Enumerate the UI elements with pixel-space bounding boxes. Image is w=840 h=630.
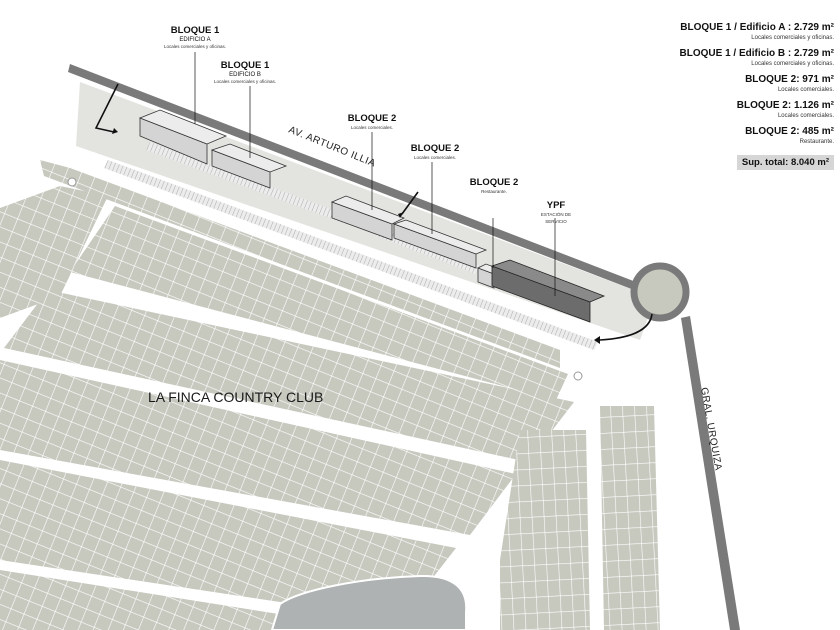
legend-sub: Locales comerciales y oficinas. (751, 61, 834, 67)
building-bloque1-b (210, 143, 288, 189)
label-bloque1-b: BLOQUE 1 EDIFICIO B Locales comerciales … (214, 60, 276, 84)
street-label-top: AV. ARTURO ILLIA (287, 125, 377, 170)
label-bloque2-2: BLOQUE 2 Locales comerciales. (411, 143, 460, 160)
parking-row (104, 160, 598, 350)
lot-block (0, 360, 516, 535)
block-line1: EDIFICIO A (179, 37, 210, 43)
lot-block (600, 406, 660, 630)
block-line2: Locales comerciales y oficinas. (214, 79, 276, 84)
lot-block (40, 160, 560, 368)
lot-block (70, 206, 568, 400)
total-area-badge: Sup. total: 8.040 m² (736, 155, 834, 170)
lot-block (500, 430, 590, 630)
block-title: YPF (547, 200, 566, 211)
building-bloque2-2 (392, 219, 488, 269)
block-title: BLOQUE 1 (171, 25, 220, 36)
legend-title: BLOQUE 2: 971 m² (745, 74, 834, 85)
legend-title: BLOQUE 2: 485 m² (745, 126, 834, 137)
arrow-head-icon (112, 128, 600, 344)
legend-item: BLOQUE 1 / Edificio B : 2.729 m² Locales… (634, 48, 834, 68)
block-title: BLOQUE 2 (470, 177, 519, 188)
lot-block (4, 290, 574, 462)
marker-circle (67, 177, 77, 187)
building-ypf (490, 259, 606, 323)
legend: BLOQUE 1 / Edificio A : 2.729 m² Locales… (634, 22, 834, 170)
legend-item: BLOQUE 2: 971 m² Locales comerciales. (634, 74, 834, 94)
leader-lines (194, 52, 556, 296)
lot-block (0, 460, 456, 620)
legend-item: BLOQUE 1 / Edificio A : 2.729 m² Locales… (634, 22, 834, 42)
legend-sub: Locales comerciales. (777, 113, 834, 119)
roundabout (630, 262, 690, 322)
lake (270, 574, 468, 630)
legend-title: BLOQUE 1 / Edificio A : 2.729 m² (680, 22, 834, 33)
legend-title: BLOQUE 2: 1.126 m² (736, 100, 834, 111)
block-line1: Restaurante. (481, 189, 507, 194)
legend-sub: Locales comerciales y oficinas. (751, 35, 834, 41)
label-bloque2-restaurante: BLOQUE 2 Restaurante. (470, 177, 519, 194)
road-gral-urquiza (681, 316, 740, 630)
club-name: LA FINCA COUNTRY CLUB (148, 389, 323, 405)
legend-sub: Restaurante. (799, 139, 834, 145)
building-bloque1-a (138, 109, 228, 165)
legend-item: BLOQUE 2: 1.126 m² Locales comerciales. (634, 100, 834, 120)
block-line1: Locales comerciales. (351, 125, 393, 130)
building-bloque2-1 (330, 195, 405, 241)
block-title: BLOQUE 2 (411, 143, 460, 154)
label-bloque2-1: BLOQUE 2 Locales comerciales. (348, 113, 397, 130)
legend-title: BLOQUE 1 / Edificio B : 2.729 m² (679, 48, 834, 59)
access-arrow (94, 83, 653, 341)
road-av-arturo-illia (68, 64, 662, 300)
block-line2: SERVICIO (545, 219, 567, 224)
label-bloque1-a: BLOQUE 1 EDIFICIO A Locales comerciales … (164, 25, 226, 49)
marker-circle (573, 371, 583, 381)
legend-sub: Locales comerciales. (777, 87, 834, 93)
block-line1: EDIFICIO B (229, 72, 261, 78)
block-line1: ESTACIÓN DE (541, 211, 571, 217)
legend-item: BLOQUE 2: 485 m² Restaurante. (634, 126, 834, 146)
label-ypf: YPF ESTACIÓN DE SERVICIO (541, 200, 571, 224)
block-line1: Locales comerciales. (414, 155, 456, 160)
block-title: BLOQUE 1 (221, 60, 270, 71)
lot-block (0, 186, 108, 318)
block-title: BLOQUE 2 (348, 113, 397, 124)
block-line2: Locales comerciales y oficinas. (164, 44, 226, 49)
parking-row (146, 142, 350, 224)
